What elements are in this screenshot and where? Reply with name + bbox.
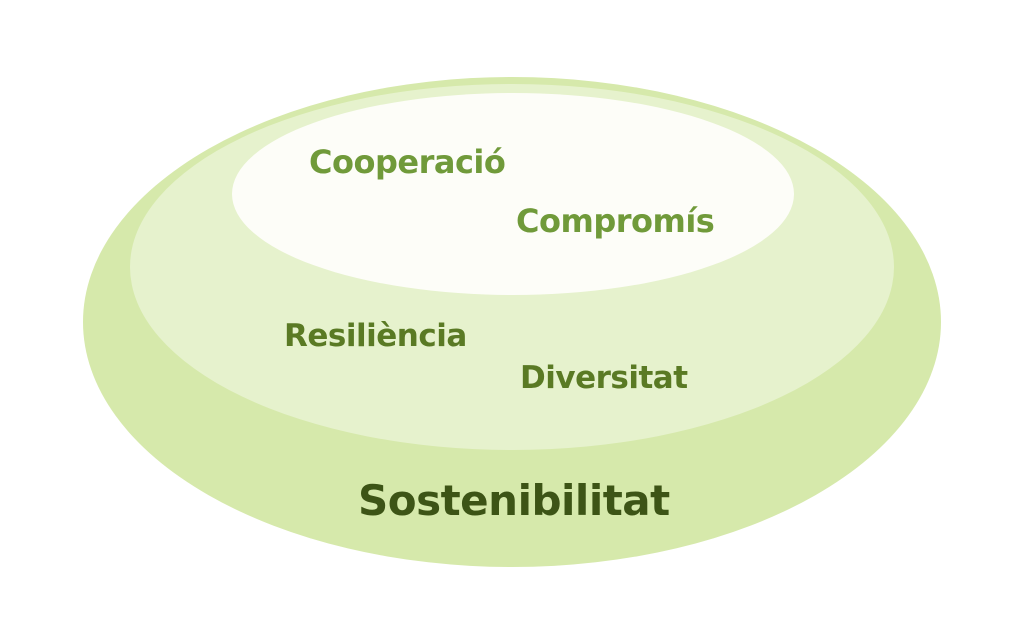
label-diversitat: Diversitat [520,360,688,396]
label-sostenibilitat: Sostenibilitat [358,476,670,525]
inner-ellipse [232,93,794,295]
label-compromis: Compromís [516,202,715,240]
label-resiliencia: Resiliència [284,318,467,354]
label-cooperacio: Cooperació [309,143,506,181]
